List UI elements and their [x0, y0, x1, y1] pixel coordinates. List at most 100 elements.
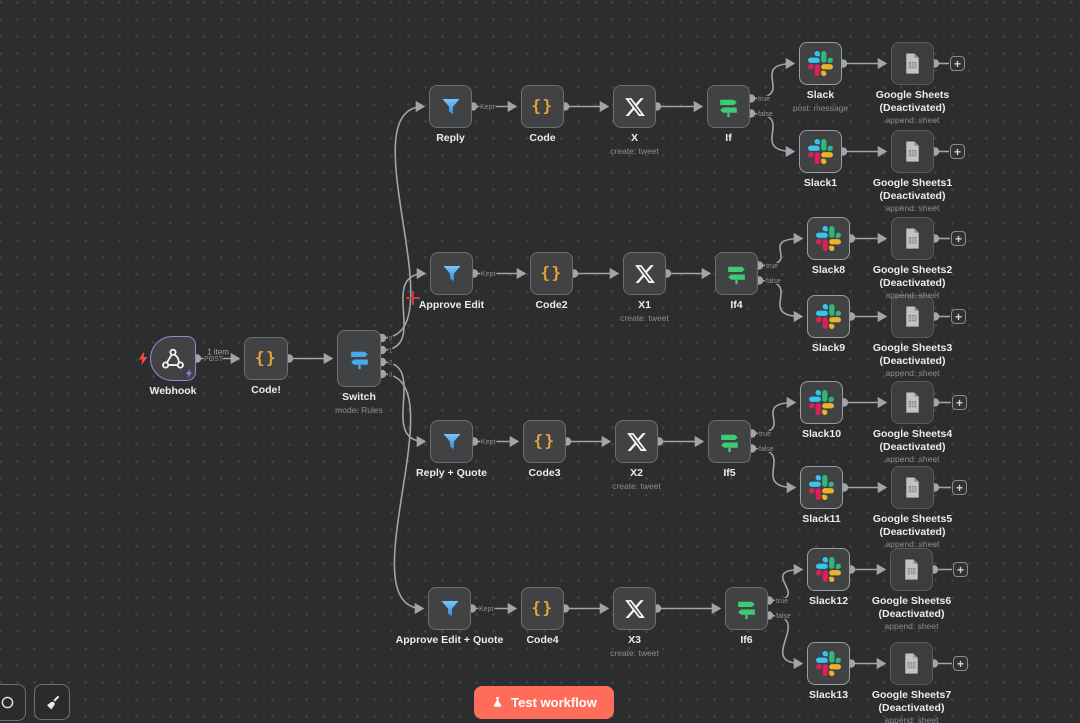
connection-line — [751, 396, 797, 435]
switch-icon — [347, 346, 372, 371]
port-label: false — [766, 278, 781, 285]
tidy-up-button[interactable] — [34, 684, 70, 720]
node-x[interactable] — [613, 85, 656, 128]
connection-line — [750, 57, 796, 100]
node-code1[interactable]: {} — [244, 337, 288, 380]
x-icon — [624, 598, 646, 620]
if-icon — [716, 94, 741, 119]
connection-line — [381, 373, 425, 615]
sheets-icon — [901, 52, 924, 75]
node-gs2[interactable] — [891, 217, 934, 260]
sheets-icon — [901, 391, 924, 414]
x-icon — [626, 431, 648, 453]
add-node-button[interactable]: + — [951, 309, 966, 324]
port-label: false — [776, 613, 791, 620]
code-icon: {} — [540, 263, 563, 282]
code-icon: {} — [531, 598, 554, 617]
filter-icon — [440, 262, 464, 286]
node-if4[interactable] — [715, 252, 758, 295]
node-if[interactable] — [707, 85, 750, 128]
port-label: POST — [204, 356, 224, 363]
slack-icon — [809, 475, 834, 500]
node-approve_edit[interactable] — [430, 252, 473, 295]
connection-line — [381, 267, 427, 351]
slack-icon — [816, 226, 841, 251]
test-workflow-button[interactable]: Test workflow — [474, 686, 614, 719]
slack-icon — [809, 390, 834, 415]
filter-icon — [438, 597, 462, 621]
node-gs1[interactable] — [891, 130, 934, 173]
node-slack13[interactable] — [807, 642, 850, 685]
node-reply_quote[interactable] — [430, 420, 473, 463]
node-gs[interactable] — [891, 42, 934, 85]
code-icon: {} — [533, 431, 556, 450]
sheets-icon — [900, 652, 923, 675]
if-icon — [724, 261, 749, 286]
node-slack1[interactable] — [799, 130, 842, 173]
node-gs4[interactable] — [891, 381, 934, 424]
port-label: true — [766, 263, 778, 270]
test-workflow-label: Test workflow — [511, 695, 597, 710]
slack-icon — [808, 51, 833, 76]
node-slack[interactable] — [799, 42, 842, 85]
add-node-button[interactable]: + — [950, 56, 965, 71]
node-slack12[interactable] — [807, 548, 850, 591]
connection-line — [768, 614, 804, 670]
node-slack11[interactable] — [800, 466, 843, 509]
circle-icon — [1, 696, 13, 709]
sheets-icon — [901, 140, 924, 163]
port-label: false — [758, 111, 773, 118]
connection-line — [758, 232, 804, 267]
sheets-icon — [901, 305, 924, 328]
node-approve_edit_quote[interactable] — [428, 587, 471, 630]
connection-line — [381, 361, 427, 448]
add-node-button[interactable]: + — [951, 231, 966, 246]
sheets-icon — [900, 558, 923, 581]
connection-line — [751, 447, 797, 494]
node-code3[interactable]: {} — [523, 420, 566, 463]
port-label: Kept — [481, 439, 495, 446]
node-x2[interactable] — [615, 420, 658, 463]
node-gs6[interactable] — [890, 548, 933, 591]
connection-line — [768, 563, 804, 602]
node-slack8[interactable] — [807, 217, 850, 260]
x-icon — [624, 96, 646, 118]
node-if5[interactable] — [708, 420, 751, 463]
node-gs5[interactable] — [891, 466, 934, 509]
if-icon — [734, 596, 759, 621]
port-label: false — [759, 446, 774, 453]
add-node-button[interactable]: + — [952, 480, 967, 495]
add-node-button[interactable]: + — [953, 562, 968, 577]
add-node-button[interactable]: + — [950, 144, 965, 159]
node-code4[interactable]: {} — [521, 587, 564, 630]
node-gs3[interactable] — [891, 295, 934, 338]
node-switch[interactable] — [337, 330, 381, 387]
add-node-button[interactable]: + — [953, 656, 968, 671]
add-node-button[interactable]: + — [952, 395, 967, 410]
node-if6[interactable] — [725, 587, 768, 630]
zoom-reset-button[interactable] — [0, 684, 26, 721]
node-code2[interactable]: {} — [530, 252, 573, 295]
filter-icon — [440, 430, 464, 454]
port-label: true — [759, 431, 771, 438]
node-x1[interactable] — [623, 252, 666, 295]
node-slack10[interactable] — [800, 381, 843, 424]
node-code[interactable]: {} — [521, 85, 564, 128]
node-x3[interactable] — [613, 587, 656, 630]
port-label: Kept — [481, 271, 495, 278]
connection-line — [758, 279, 804, 323]
node-reply[interactable] — [429, 85, 472, 128]
code-icon: {} — [254, 348, 278, 367]
node-webhook[interactable] — [150, 336, 196, 381]
x-icon — [634, 263, 656, 285]
webhook-icon — [160, 346, 186, 372]
node-slack9[interactable] — [807, 295, 850, 338]
connection-line — [750, 112, 796, 158]
port-label: Kept — [480, 104, 494, 111]
slack-icon — [808, 139, 833, 164]
node-gs7[interactable] — [890, 642, 933, 685]
port-label: Kept — [479, 606, 493, 613]
port-label: true — [776, 598, 788, 605]
port-label: 1 — [389, 349, 393, 355]
